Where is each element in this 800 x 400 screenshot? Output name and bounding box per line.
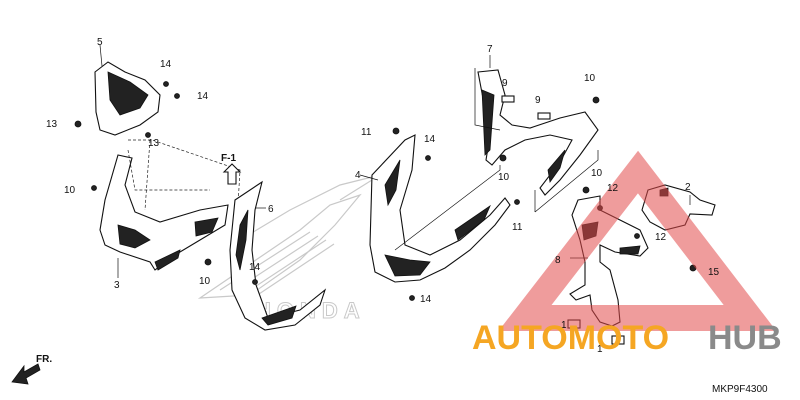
part-3-front-cowl <box>99 154 229 278</box>
label-4: 4 <box>355 170 361 181</box>
watermark-text-gray: HUB <box>708 319 782 357</box>
assembly-guide-lines <box>127 139 241 211</box>
label-1-b: 1 <box>597 344 603 355</box>
label-front: FR. <box>36 354 52 365</box>
part-5-upper-cowl <box>94 44 161 136</box>
label-14-c: 14 <box>249 262 261 273</box>
watermark-text-orange: AUTOMOTO <box>472 319 669 357</box>
label-6: 6 <box>268 204 274 215</box>
label-12-a: 12 <box>607 183 619 194</box>
label-12-b: 12 <box>655 232 667 243</box>
diagram-code: MKP9F4300 <box>712 384 768 395</box>
label-f1: F-1 <box>221 153 236 164</box>
label-13-b: 13 <box>148 138 160 149</box>
label-14-a: 14 <box>160 59 172 70</box>
label-10-e: 10 <box>591 168 603 179</box>
honda-wing-logo: HONDA <box>197 174 381 324</box>
label-10-b: 10 <box>199 276 211 287</box>
label-11-b: 11 <box>512 222 523 233</box>
reference-arrow-f1 <box>222 163 242 185</box>
label-7: 7 <box>487 44 493 55</box>
label-3: 3 <box>114 280 120 291</box>
label-14-e: 14 <box>420 294 432 305</box>
label-13-a: 13 <box>46 119 58 130</box>
watermark-logo: AUTOMOTO HUB <box>472 319 782 357</box>
label-8: 8 <box>555 255 561 266</box>
part-7-inner-frame <box>474 55 599 213</box>
part-labels: 5 14 14 13 13 10 3 F-1 6 10 14 11 14 4 1… <box>36 37 768 395</box>
watermark-triangle <box>498 150 777 331</box>
label-14-d: 14 <box>424 134 436 145</box>
label-9-b: 9 <box>535 95 541 106</box>
front-direction-arrow <box>11 363 41 385</box>
label-11-a: 11 <box>361 127 372 138</box>
label-10-a: 10 <box>64 185 76 196</box>
part-4-middle-cowl <box>359 134 511 283</box>
label-2: 2 <box>685 182 691 193</box>
label-10-d: 10 <box>498 172 510 183</box>
label-1-a: 1 <box>561 320 567 331</box>
label-14-b: 14 <box>197 91 209 102</box>
part-6-inner-panel <box>229 180 327 331</box>
label-5: 5 <box>97 37 103 48</box>
label-9-a: 9 <box>502 78 508 89</box>
label-10-c: 10 <box>584 73 596 84</box>
label-15: 15 <box>708 267 720 278</box>
